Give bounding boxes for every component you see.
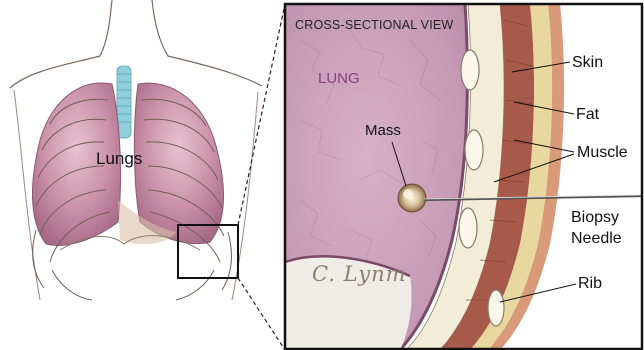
rib-label: Rib [578,275,602,293]
view-title: CROSS-SECTIONAL VIEW [295,16,453,34]
skin-label: Skin [572,54,603,72]
biopsy-needle-label: Biopsy Needle [571,207,622,249]
muscle-label: Muscle [577,144,628,162]
right-lung [134,83,223,243]
mass [398,184,426,212]
lungs-label: Lungs [96,150,142,168]
biopsy-label-line1: Biopsy [571,207,622,228]
rib-oval [465,130,483,170]
trachea [117,66,131,138]
torso-side-right [232,92,258,300]
projection-line-bottom [238,278,285,350]
biopsy-label-line2: Needle [571,228,622,249]
fat-label: Fat [576,106,599,124]
torso-outline [10,0,262,88]
lung-region-label: LUNG [318,70,360,88]
rib-oval [488,290,504,326]
projection-line-top [238,4,285,225]
mass-label: Mass [365,122,401,140]
artist-signature: C. Lynm [312,262,407,286]
rib-oval [461,50,479,90]
rib-oval [459,208,477,248]
